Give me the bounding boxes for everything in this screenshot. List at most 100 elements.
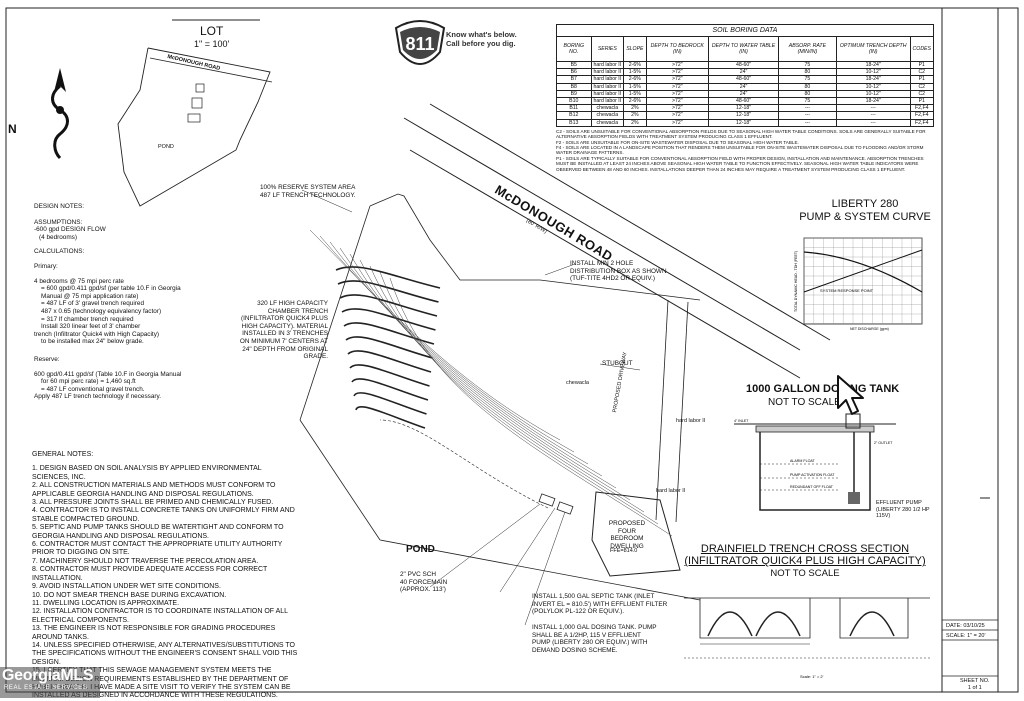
general-note-15: 15. I CERTIFY THAT THIS SEWAGE MANAGEMEN… [32, 667, 291, 700]
svg-text:811: 811 [405, 34, 434, 54]
lot-scale: 1" = 100' [194, 39, 230, 49]
general-note-11: 11. DWELLING LOCATION IS APPROXIMATE. [32, 599, 180, 607]
drainfield-trench-line [341, 308, 436, 331]
soil-table-cell: 1-5% [623, 89, 647, 99]
soil-table-cell: 2% [623, 111, 647, 120]
general-note-4: 4. CONTRACTOR IS TO INSTALL CONCRETE TAN… [32, 507, 295, 523]
drainfield-trench-line [337, 280, 439, 303]
forcemain-note-1: 2" PVC SCH [400, 571, 437, 578]
soil-table-cell: --- [778, 118, 837, 127]
effluent-pump-line-3: 115V) [876, 513, 891, 519]
drainfield-title-line-2: (INFILTRATOR QUICK4 PLUS HIGH CAPACITY) [684, 555, 926, 567]
contour-line [339, 247, 603, 477]
primary-line-6: = 317 lf chamber trench required [41, 315, 134, 323]
effluent-pump-line-1: EFFLUENT PUMP [876, 500, 922, 506]
primary-line-2: = 600 gpd/0.411 gpd/sf (per table 10.F i… [41, 285, 181, 293]
trench-note: 320 LF HIGH CAPACITY CHAMBER TRENCH (INF… [232, 300, 328, 361]
house-label-1: PROPOSED [608, 520, 646, 527]
general-note-5: 5. SEPTIC AND PUMP TANKS SHOULD BE WATER… [32, 524, 284, 540]
primary-line-7: Install 320 linear feet of 3' chamber [41, 323, 141, 331]
mouse-cursor-icon [837, 375, 864, 415]
north-arrow-icon [51, 68, 69, 160]
soil-table-cell: --- [778, 104, 837, 113]
general-note-6: 6. CONTRACTOR MUST CONTACT THE APPROPRIA… [32, 541, 283, 557]
soil-col-slope: SLOPE [623, 36, 647, 62]
pump-curve-graph: NET DISCHARGE (gpm) TOTAL DYNAMIC HEAD -… [794, 237, 923, 331]
title-block-sheet-value: 1 of 1 [967, 684, 982, 691]
reserve-area-line-1: 100% RESERVE SYSTEM AREA [260, 184, 356, 191]
svg-text:REDUNDANT OFF FLOAT: REDUNDANT OFF FLOAT [790, 485, 834, 489]
soil-col-trench: OPTIMUM TRENCH DEPTH (IN) [835, 36, 911, 62]
drainfield-trench-line [355, 406, 426, 429]
soil-table-cell: 12-18" [708, 111, 780, 120]
general-notes-heading: GENERAL NOTES: [32, 451, 94, 458]
dosing-tank-title: 1000 GALLON DOSING TANK [746, 383, 900, 395]
trench-note-1: 320 LF HIGH CAPACITY [257, 300, 328, 307]
effluent-pump-note: EFFLUENT PUMP (LIBERTY 280 1/2 HP 115V) [876, 500, 940, 520]
soil-table-cell: P1 [909, 75, 935, 84]
soil-table-cell: 1-5% [623, 68, 647, 77]
title-block-sheet: SHEET NO. 1 of 1 [960, 678, 990, 691]
assumption-line-2: (4 bedrooms) [39, 233, 78, 241]
contour-line [349, 253, 617, 489]
mls-watermark-title: GeorgiaMLS [2, 667, 94, 684]
assumption-line-1: -600 gpd DESIGN FLOW [34, 226, 106, 234]
general-note-3: 3. ALL PRESSURE JOINTS SHALL BE PRIMED A… [32, 499, 274, 507]
contour-line [309, 229, 561, 441]
stubout-label: STUBOUT [602, 360, 633, 367]
drainfield-trench-line [353, 392, 427, 415]
forcemain-note-3: (APPROX. 113') [400, 586, 446, 594]
soil-table-cell: C2 [909, 82, 935, 91]
primary-line-9: to be installed max 24" below grade. [41, 338, 144, 346]
general-notes: GENERAL NOTES: 1. DESIGN BASED ON SOIL A… [32, 451, 300, 701]
pump-y-label: TOTAL DYNAMIC HEAD - TDH (FEET) [794, 251, 798, 312]
general-note-7: 7. MACHINERY SHOULD NOT TRAVERSE THE PER… [32, 557, 259, 565]
811-slogan-line-1: Know what's below. [446, 30, 517, 39]
soil-table-cell: 80 [778, 68, 837, 77]
forcemain-note-2: 40 FORCEMAIN [400, 578, 448, 586]
pump-curve-title-line-2: PUMP & SYSTEM CURVE [799, 211, 931, 223]
drainfield-trench-line [343, 322, 435, 345]
trench-note-2: CHAMBER TRENCH [267, 307, 328, 315]
soil-table-cell: 2-6% [623, 75, 647, 84]
calculations-heading: CALCULATIONS: [34, 248, 85, 256]
title-block-sheet-label: SHEET NO. [960, 678, 990, 684]
house-label-4: DWELLING [610, 542, 644, 550]
house-label: PROPOSED FOUR BEDROOM DWELLING [601, 520, 653, 550]
soil-code-f4: F4 - SOILS ARE LOCATED IN A LANDSCAPE PO… [556, 145, 924, 156]
design-notes-heading: DESIGN NOTES: [34, 203, 85, 210]
svg-text:PUMP ACTIVATION FLOAT: PUMP ACTIVATION FLOAT [790, 473, 835, 477]
soil-code-c2: C2 - SOILS ARE UNSUITABLE FOR CONVENTION… [556, 128, 926, 140]
soil-col-boring: BORING NO. [556, 36, 592, 62]
soil-table-cell: 48-60" [708, 60, 780, 70]
dbox-note-3: (TUF-TITE 4HD2 OR EQUIV.) [570, 275, 655, 283]
general-note-1: 1. DESIGN BASED ON SOIL ANALYSIS BY APPL… [32, 465, 262, 481]
pump-x-label: NET DISCHARGE (gpm) [850, 327, 889, 331]
primary-line-4: = 487 LF of 3' gravel trench required [41, 300, 144, 308]
drainfield-section: Scale: 1" = 2' [684, 597, 930, 679]
soil-table-cell: 2-6% [623, 97, 647, 106]
drainfield-title: DRAINFIELD TRENCH CROSS SECTION (INFILTR… [680, 543, 930, 580]
title-block-scale: SCALE: 1" = 20' [946, 633, 986, 639]
soil-col-absorption: ABSORP. RATE (MIN/IN) [778, 36, 837, 62]
svg-text:4" INLET: 4" INLET [734, 419, 749, 423]
drainfield-title-line-1: DRAINFIELD TRENCH CROSS SECTION [700, 543, 910, 555]
primary-line-8: trench (Infiltrator Quick4 with High Cap… [34, 330, 160, 338]
soil-label-hard-labor-2: hard labor II [656, 488, 686, 494]
dosing-tank-scale: NOT TO SCALE [768, 397, 841, 408]
soil-table-cell: 24" [708, 68, 780, 77]
soil-label-hard-labor-1: hard labor II [676, 418, 706, 424]
septic-tank-note: INSTALL 1,500 GAL SEPTIC TANK (INLET INV… [532, 593, 712, 616]
contour-line [359, 259, 631, 501]
soil-table-cell: 75 [778, 75, 837, 84]
soil-table-cell: 75 [778, 97, 837, 106]
